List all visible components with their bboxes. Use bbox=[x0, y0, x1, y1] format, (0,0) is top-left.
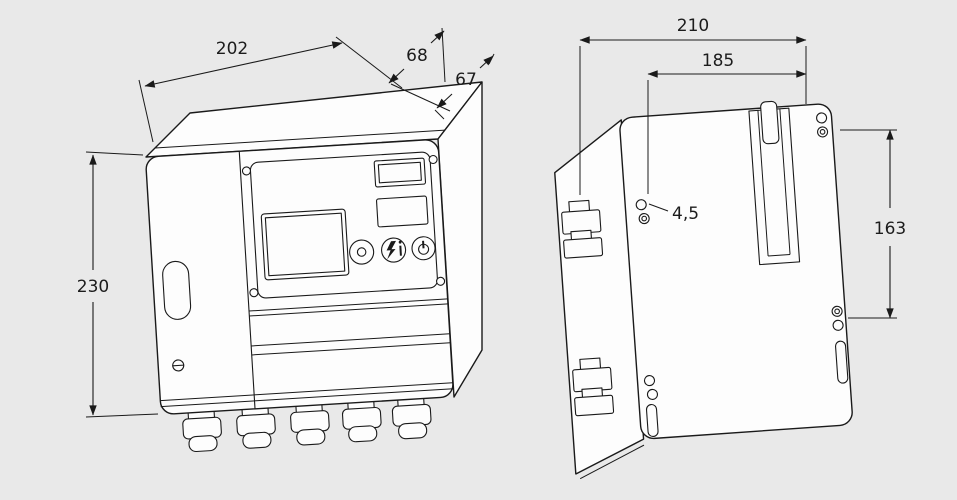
device-front-assembly bbox=[145, 139, 454, 453]
rear-panel bbox=[619, 103, 853, 440]
top-face-door-step-line bbox=[154, 129, 448, 149]
door-screw-icon bbox=[428, 154, 438, 165]
mounting-slot-bottom-left bbox=[645, 403, 659, 438]
flash-info-icon bbox=[386, 240, 402, 260]
dim-rear-hole-diameter: 4,5 bbox=[648, 203, 699, 224]
dim-label-depth-total: 68 bbox=[406, 46, 428, 66]
dim-front-depth-housing: 67 bbox=[434, 53, 495, 120]
rear-assembly bbox=[554, 100, 853, 480]
dim-front-height: 230 bbox=[77, 151, 159, 418]
dim-label-width: 202 bbox=[216, 39, 248, 59]
lower-housing-lines bbox=[160, 298, 454, 408]
dim-rear-hole-spacing-height: 163 bbox=[840, 129, 906, 319]
cable-gland bbox=[341, 399, 382, 443]
dim-rear-hole-spacing-width: 185 bbox=[647, 51, 807, 194]
door-screw-icon bbox=[249, 288, 259, 298]
mounting-hole-pair-right bbox=[831, 305, 844, 331]
hinge-clip bbox=[561, 199, 604, 259]
side-sight-window bbox=[162, 260, 192, 320]
main-display-window bbox=[264, 212, 346, 277]
panel-button-reset bbox=[349, 239, 375, 265]
dim-label-hole-diameter: 4,5 bbox=[672, 204, 699, 224]
status-display-window bbox=[377, 161, 422, 184]
dim-label-hole-spacing-height: 163 bbox=[874, 219, 906, 239]
front-view: 202 68 67 230 bbox=[77, 27, 495, 453]
door-hinge-line bbox=[238, 150, 256, 410]
cable-gland bbox=[182, 408, 222, 453]
door-screw-icon bbox=[241, 166, 252, 176]
dim-label-hole-spacing-width: 185 bbox=[702, 51, 734, 71]
cable-gland bbox=[236, 405, 276, 449]
mounting-hole-pair-top-right bbox=[816, 112, 829, 138]
hinge-clip bbox=[572, 357, 615, 417]
mounting-hole-pair-bottom-left bbox=[643, 375, 659, 400]
housing-screw-slot bbox=[172, 364, 185, 367]
dim-label-depth-housing: 67 bbox=[455, 70, 477, 90]
mounting-hole-pair-left bbox=[635, 199, 650, 225]
dim-label-height: 230 bbox=[77, 277, 109, 297]
power-icon bbox=[418, 240, 430, 255]
rear-view: 210 185 4,5 163 bbox=[554, 16, 906, 480]
label-plate bbox=[375, 195, 429, 228]
cable-gland bbox=[391, 395, 432, 440]
dim-label-width-overall: 210 bbox=[677, 16, 709, 36]
cable-gland bbox=[290, 402, 330, 446]
mounting-slot-right bbox=[835, 340, 849, 384]
door-screw-icon bbox=[436, 276, 446, 286]
cable-duct-cutout bbox=[748, 100, 801, 266]
reset-dot-icon bbox=[356, 247, 367, 257]
rear-bottom-edge-line bbox=[579, 444, 645, 480]
